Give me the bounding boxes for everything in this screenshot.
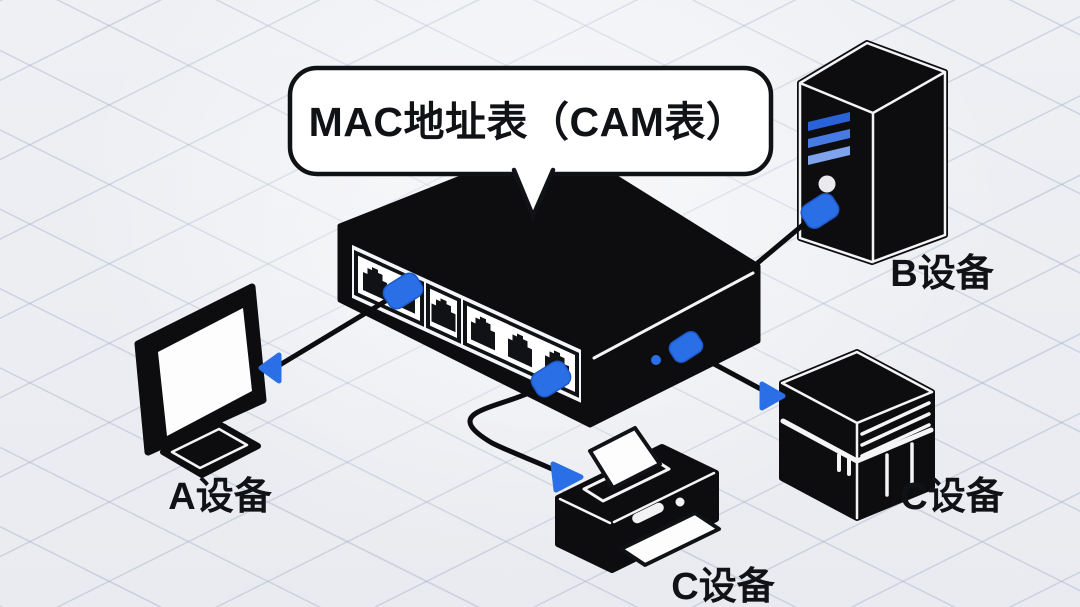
- switch-side-edge-highlight: [592, 271, 755, 360]
- monitor-stand-base-highlight: [170, 427, 249, 470]
- device-c-box-icon: [779, 349, 935, 521]
- cable-switch-to-printer: [467, 380, 564, 476]
- box-lid-seam: [780, 418, 934, 464]
- speech-bubble-tail-fill: [514, 169, 553, 216]
- cables: [275, 216, 813, 476]
- device-b-tower-icon: [797, 40, 948, 265]
- plug-port-6: [530, 360, 572, 398]
- printer-edge-highlights: [558, 471, 716, 525]
- printer-indicator-dot: [675, 497, 685, 507]
- device-a-label: A设备: [168, 476, 272, 518]
- switch-port-5: [508, 333, 532, 368]
- switch-port-4: [471, 316, 495, 351]
- cable-switch-to-b: [751, 216, 813, 269]
- device-a-monitor-icon: [134, 283, 267, 478]
- box-edge-highlights: [780, 350, 934, 520]
- device-b-label: B设备: [890, 253, 994, 295]
- printer-output-tray: [619, 511, 721, 567]
- device-c-printer-icon: [555, 426, 721, 573]
- device-c-printer-label: C设备: [671, 566, 775, 607]
- device-c-box-label: C设备: [900, 476, 1004, 518]
- connector-device-c-printer: [550, 461, 584, 493]
- cable-switch-to-box: [685, 347, 773, 397]
- switch-side-led-dot: [651, 355, 661, 365]
- tower-power-button: [818, 175, 836, 193]
- cable-a-to-switch: [275, 290, 402, 369]
- plug-device-b: [800, 192, 840, 230]
- speech-bubble-text: MAC地址表（CAM表）: [309, 99, 748, 145]
- printer-paper-sheet: [588, 426, 662, 490]
- tower-vent-stripes: [808, 112, 850, 165]
- device-labels: A设备 B设备 C设备 C设备: [168, 253, 1004, 607]
- speech-bubble: MAC地址表（CAM表）: [287, 65, 774, 222]
- connector-device-c-box: [759, 381, 786, 411]
- tower-edge-highlights: [798, 41, 947, 264]
- plug-port-2: [382, 272, 424, 310]
- switch-port-1: [363, 267, 387, 301]
- printer-control-pill: [632, 502, 664, 524]
- speech-bubble-tail-outline: [511, 167, 556, 222]
- box-lower-slots: [885, 442, 914, 497]
- connector-device-a: [258, 352, 282, 384]
- monitor-screen: [158, 308, 252, 436]
- box-front-ticks: [837, 453, 851, 476]
- switch-port-3: [431, 298, 456, 333]
- plug-switch-side: [668, 330, 704, 364]
- box-vent-stripes: [860, 401, 931, 458]
- connectors: [258, 192, 840, 493]
